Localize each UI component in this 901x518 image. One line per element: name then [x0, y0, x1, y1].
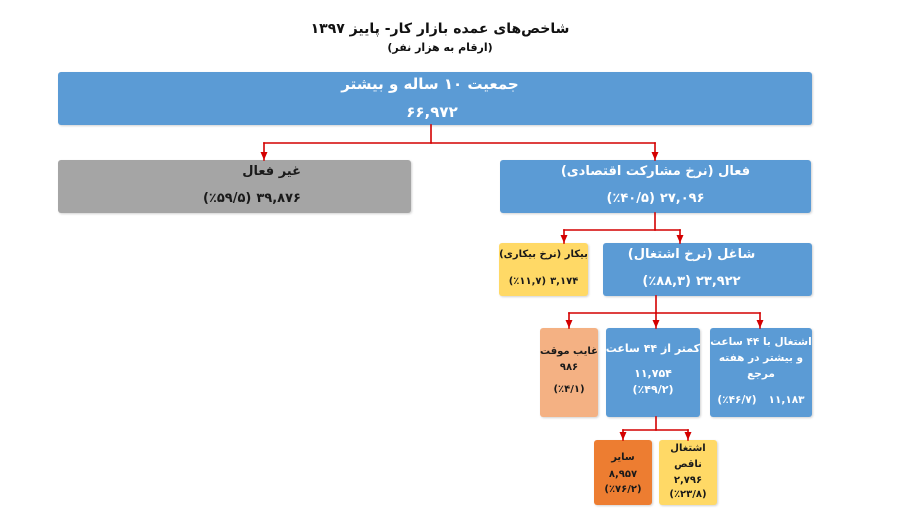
node-value-row: ۳,۱۷۴ (٪۱۱,۷): [499, 275, 588, 289]
node-other: سایر ۸,۹۵۷ (٪۷۶/۲): [594, 440, 652, 505]
node-value-row: ۲۳,۹۲۲ (٪۸۸,۳): [603, 273, 812, 291]
node-label: غایب موقت: [539, 346, 598, 357]
node-percent: (٪۲۳/۸): [669, 489, 707, 500]
node-value-row: ۲۷,۰۹۶ (٪۴۰/۵): [500, 190, 811, 208]
node-label: کمتر از ۴۴ ساعت: [605, 342, 700, 355]
node-percent: (٪۴۹/۲): [632, 383, 674, 396]
node-value-row: ۱۱,۱۸۳ (٪۴۶/۷): [710, 393, 812, 408]
node-percent: (٪۱۱,۷): [508, 276, 547, 287]
node-value-row: ۳۹,۸۷۶ (٪۵۹/۵): [58, 190, 411, 208]
node-inactive: غیر فعال ۳۹,۸۷۶ (٪۵۹/۵): [58, 160, 411, 213]
node-percent: (٪۸۸,۳): [642, 274, 691, 289]
node-percent: (٪۵۹/۵): [202, 191, 252, 206]
node-unemployed: بیکار (نرخ بیکاری) ۳,۱۷۴ (٪۱۱,۷): [499, 243, 588, 296]
node-value: ۲,۷۹۶: [673, 475, 703, 486]
node-percent: (٪۴۶/۷): [717, 394, 757, 406]
node-value: ۲۳,۹۲۲: [695, 274, 741, 289]
node-value: ۹۸۶: [559, 362, 579, 373]
node-underemployed: اشتغال ناقص ۲,۷۹۶ (٪۲۳/۸): [659, 440, 717, 505]
node-label-line: اشتغال: [670, 443, 706, 454]
node-label: غیر فعال: [242, 164, 301, 179]
node-percent: (٪۴۰/۵): [606, 191, 655, 206]
node-percent: (٪۴/۱): [553, 384, 585, 395]
diagram-title: شاخص‌های عمده بازار کار- پاییز ۱۳۹۷: [310, 21, 570, 37]
node-label-line: مرجع: [747, 368, 775, 380]
node-value: ۸,۹۵۷: [608, 469, 638, 480]
node-label-line: اشتغال با ۴۴ ساعت: [710, 336, 812, 348]
node-value: ۳۹,۸۷۶: [256, 191, 301, 206]
node-value: ۳,۱۷۴: [550, 276, 579, 287]
node-value: ۱۱,۷۵۴: [634, 367, 672, 380]
node-under-44-hours: کمتر از ۴۴ ساعت ۱۱,۷۵۴ (٪۴۹/۲): [606, 328, 700, 417]
node-active: فعال (نرخ مشارکت اقتصادی) ۲۷,۰۹۶ (٪۴۰/۵): [500, 160, 811, 213]
node-44-hours-or-more: اشتغال با ۴۴ ساعت و بیشتر در هفته مرجع ۱…: [710, 328, 812, 417]
node-value: ۱۱,۱۸۳: [768, 394, 805, 406]
node-population: جمعیت ۱۰ ساله و بیشتر ۶۶,۹۷۲: [58, 72, 812, 125]
diagram-subtitle: (ارقام به هزار نفر): [387, 41, 493, 54]
node-label: بیکار (نرخ بیکاری): [499, 249, 588, 260]
node-percent: (٪۷۶/۲): [604, 484, 642, 495]
node-label: سایر: [611, 452, 635, 463]
node-value: ۶۶,۹۷۲: [406, 103, 458, 121]
node-temporarily-absent: غایب موقت ۹۸۶ (٪۴/۱): [540, 328, 598, 417]
node-label-line: ناقص: [674, 459, 702, 470]
node-label: جمعیت ۱۰ ساله و بیشتر: [341, 75, 519, 93]
node-label: شاغل (نرخ اشتغال): [627, 247, 756, 262]
node-employed: شاغل (نرخ اشتغال) ۲۳,۹۲۲ (٪۸۸,۳): [603, 243, 812, 296]
node-value: ۲۷,۰۹۶: [659, 191, 705, 206]
node-label: فعال (نرخ مشارکت اقتصادی): [560, 164, 751, 179]
node-label-line: و بیشتر در هفته: [718, 352, 804, 364]
